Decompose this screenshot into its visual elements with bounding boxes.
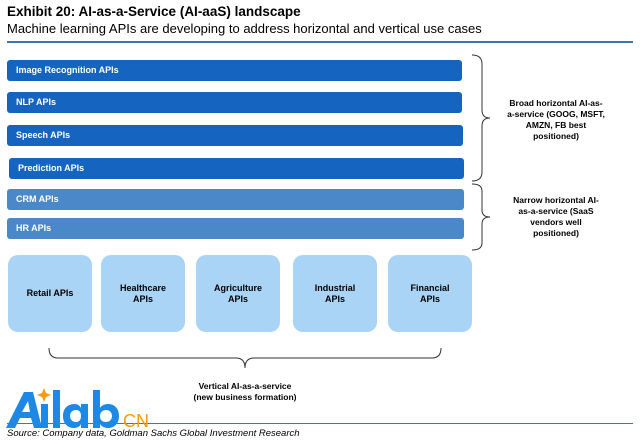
bar-prediction: Prediction APIs [9,158,464,179]
vertical-box-label: APIs [227,293,248,304]
vertical-box-label: APIs [324,293,345,304]
vertical-box-label: Industrial [314,282,356,293]
top-rule [7,41,633,43]
narrow-label: Narrow horizontal AI- as-a-service (SaaS… [513,195,599,238]
bar-speech: Speech APIs [7,125,463,146]
broad-label: Broad horizontal AI-as- a-service (GOOG,… [507,98,605,141]
bar-hr: HR APIs [7,218,464,239]
vertical-label: Vertical AI-as-a-service (new business f… [193,381,297,402]
bar-nlp: NLP APIs [7,92,462,113]
vertical-box-label: Financial [410,282,450,293]
vertical-box-label: Retail APIs [26,288,74,298]
exhibit-subtitle: Machine learning APIs are developing to … [7,21,482,36]
vertical-box-label: APIs [419,293,440,304]
bar-image-recognition: Image Recognition APIs [7,60,462,81]
vertical-box-retail: Retail APIs [8,255,92,332]
vertical-box-label: APIs [132,293,153,304]
vertical-box-label: Healthcare [119,282,167,293]
ailab-watermark-logo: CN [0,386,200,432]
narrow-brace [470,183,500,251]
bar-crm: CRM APIs [7,189,464,210]
watermark-cn-text: CN [123,411,149,431]
broad-brace [470,54,500,182]
vertical-brace [48,346,442,376]
vertical-box-label: Agriculture [213,282,262,293]
source-note: Source: Company data, Goldman Sachs Glob… [7,428,300,439]
exhibit-title: Exhibit 20: AI-as-a-Service (AI-aaS) lan… [7,4,301,19]
bottom-rule [7,423,633,424]
